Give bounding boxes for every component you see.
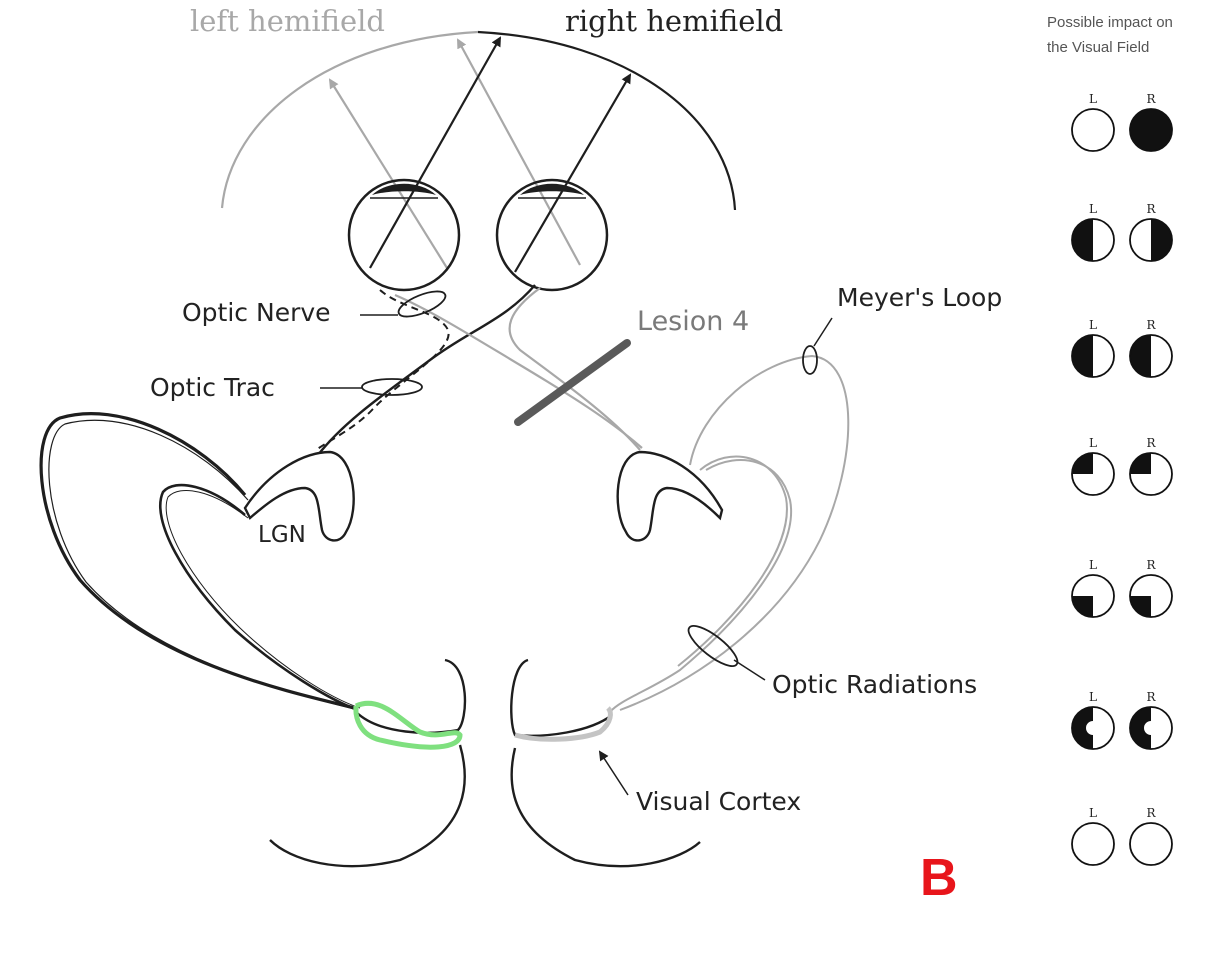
right-eye-field: R <box>1127 92 1175 162</box>
left-eye-letter: L <box>1089 558 1097 572</box>
optic-trac-label: Optic Trac <box>150 373 275 402</box>
right-eyeball <box>495 178 609 292</box>
right-eye-field-icon <box>1129 334 1173 378</box>
right-eye-letter: R <box>1146 202 1156 216</box>
left-eye-field-icon <box>1071 706 1115 750</box>
left-eye-field: L <box>1069 690 1117 760</box>
optic-radiations-marker <box>687 625 739 667</box>
visual-field-arc-right <box>477 30 737 211</box>
right-eye-field: R <box>1127 806 1175 876</box>
left-optic-radiations <box>39 412 361 712</box>
optic-radiations-label: Optic Radiations <box>772 670 978 699</box>
ray-right-eye-gray <box>457 38 581 266</box>
right-eye-field-icon <box>1129 574 1173 618</box>
left-eye-letter: L <box>1089 690 1097 704</box>
right-eye-letter: R <box>1146 558 1156 572</box>
right-eye-letter: R <box>1146 436 1156 450</box>
meyers-loop-leader <box>813 317 833 347</box>
left-eye-field: L <box>1069 202 1117 272</box>
left-eye-field-icon <box>1071 108 1115 152</box>
right-eye-letter: R <box>1146 318 1156 332</box>
left-eyeball <box>347 178 461 292</box>
right-eye-field: R <box>1127 690 1175 760</box>
left-eye-letter: L <box>1089 318 1097 332</box>
ray-left-eye-gray <box>328 78 448 269</box>
optic-radiations-leader <box>733 659 766 681</box>
left-eye-field-icon <box>1071 574 1115 618</box>
visual-field-arc <box>220 30 479 209</box>
meyers-loop-marker <box>802 345 818 375</box>
left-eye-field: L <box>1069 806 1117 876</box>
left-eye-letter: L <box>1089 806 1097 820</box>
right-eye-field: R <box>1127 436 1175 506</box>
right-eye-letter: R <box>1146 92 1156 106</box>
lesion-4-label: Lesion 4 <box>637 306 750 337</box>
left-eye-letter: L <box>1089 202 1097 216</box>
right-hemifield-label: right hemifield <box>565 4 784 38</box>
left-hemifield-label: left hemifield <box>190 4 385 38</box>
right-optic-radiations <box>609 354 850 713</box>
right-eye-field-icon <box>1129 218 1173 262</box>
left-optic-tract-solid <box>317 284 536 456</box>
optic-nerve-label: Optic Nerve <box>182 298 331 327</box>
legend-title: Possible impact on the Visual Field <box>1047 10 1173 60</box>
ray-left-eye-dark <box>369 36 501 269</box>
right-eye-letter: R <box>1146 806 1156 820</box>
left-eye-field: L <box>1069 558 1117 628</box>
right-visual-cortex <box>510 658 701 868</box>
left-eye-field-icon <box>1071 218 1115 262</box>
right-eye-field-icon <box>1129 822 1173 866</box>
left-optic-nerve-dashed <box>315 289 450 451</box>
lgn-label: LGN <box>258 522 306 548</box>
left-eye-field-icon <box>1071 822 1115 866</box>
left-eye-field: L <box>1069 92 1117 162</box>
visual-pathway-diagram <box>39 30 850 868</box>
right-optic-tract-gray <box>394 293 643 449</box>
right-optic-nerve-gray <box>508 287 641 451</box>
optic-nerve-marker <box>397 290 447 318</box>
legend-title-line2: the Visual Field <box>1047 39 1150 56</box>
left-eye-field: L <box>1069 436 1117 506</box>
left-eye-field-icon <box>1071 334 1115 378</box>
meyers-loop-label: Meyer's Loop <box>837 283 1003 312</box>
right-eye-field: R <box>1127 558 1175 628</box>
right-eye-field: R <box>1127 202 1175 272</box>
right-eye-field-icon <box>1129 108 1173 152</box>
right-eye-field-icon <box>1129 452 1173 496</box>
left-lgn <box>243 450 355 542</box>
lesion-4-bar <box>514 339 631 426</box>
left-eye-field: L <box>1069 318 1117 388</box>
visual-cortex-label: Visual Cortex <box>636 787 802 816</box>
right-eye-field: R <box>1127 318 1175 388</box>
ray-right-eye-dark <box>514 73 632 273</box>
left-visual-cortex <box>269 658 467 868</box>
left-eye-letter: L <box>1089 436 1097 450</box>
visual-cortex-leader <box>598 750 629 796</box>
right-eye-field-icon <box>1129 706 1173 750</box>
panel-letter: B <box>920 849 958 907</box>
right-eye-letter: R <box>1146 690 1156 704</box>
optic-trac-marker <box>361 378 423 396</box>
right-lgn <box>616 450 724 542</box>
legend-title-line1: Possible impact on <box>1047 14 1173 31</box>
left-eye-letter: L <box>1089 92 1097 106</box>
left-eye-field-icon <box>1071 452 1115 496</box>
